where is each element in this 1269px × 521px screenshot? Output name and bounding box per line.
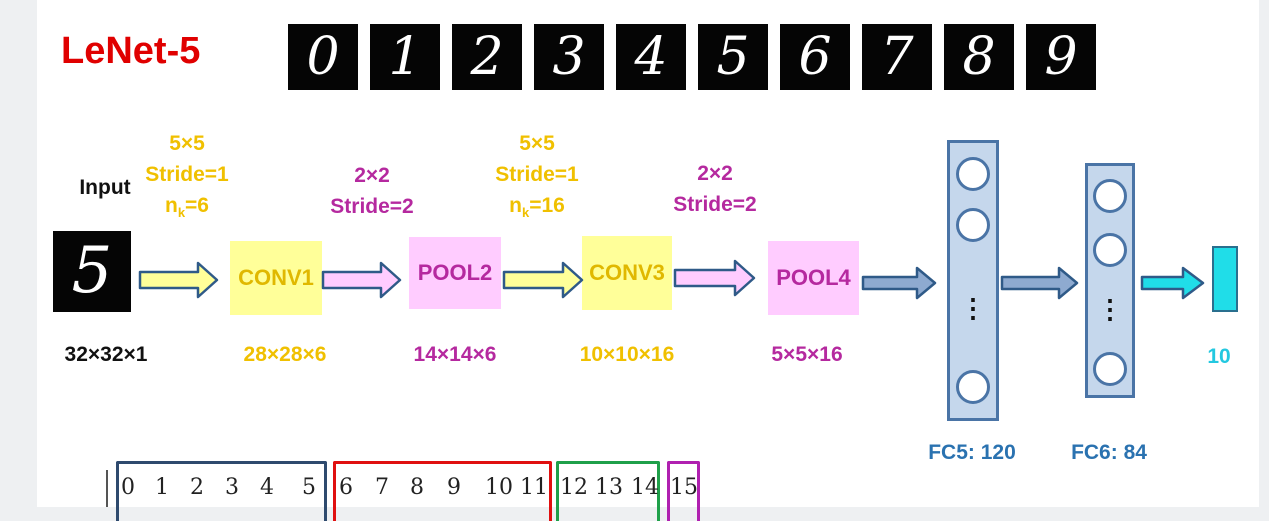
digit-tile: 9 bbox=[1026, 24, 1096, 90]
nk-value: =16 bbox=[529, 194, 565, 217]
pool2-params: 2×2 Stride=2 bbox=[312, 160, 432, 222]
index-number: 2 bbox=[190, 475, 204, 500]
nk-value: =6 bbox=[185, 194, 209, 217]
bracket-group-3 bbox=[556, 461, 660, 521]
digit-tile: 0 bbox=[288, 24, 358, 90]
conv1-output-size: 28×28×6 bbox=[243, 343, 327, 366]
fc5-column: ⋮ bbox=[947, 140, 999, 421]
pool2-kernel: 2×2 bbox=[354, 164, 390, 187]
slide: LeNet-5 0 1 2 3 4 5 6 7 8 9 Input 5×5 St… bbox=[37, 0, 1259, 521]
conv1-stride: Stride=1 bbox=[145, 163, 229, 186]
conv3-params: 5×5 Stride=1 nk=16 bbox=[477, 128, 597, 228]
index-number: 0 bbox=[121, 475, 135, 500]
nk-symbol: n bbox=[164, 194, 178, 217]
input-image: 5 bbox=[53, 231, 131, 312]
conv3-nk: nk=16 bbox=[477, 190, 597, 228]
arrow-fc6-output bbox=[1140, 266, 1205, 300]
output-size: 10 bbox=[1207, 345, 1231, 368]
index-number: 7 bbox=[375, 475, 389, 500]
pool2-stride: Stride=2 bbox=[330, 195, 414, 218]
bracket-group-2 bbox=[333, 461, 552, 521]
conv3-box: CONV3 bbox=[582, 236, 672, 310]
digit-tile: 6 bbox=[780, 24, 850, 90]
arrow-pool4-fc5 bbox=[861, 266, 937, 300]
digit-tile: 5 bbox=[698, 24, 768, 90]
neuron-node bbox=[956, 157, 990, 191]
index-number: 9 bbox=[447, 475, 461, 500]
pool2-box: POOL2 bbox=[409, 237, 501, 309]
index-number: 6 bbox=[339, 475, 353, 500]
neuron-node bbox=[1093, 352, 1127, 386]
bracket-group-4 bbox=[667, 461, 700, 521]
nk-symbol: n bbox=[509, 194, 522, 217]
index-number: 10 bbox=[485, 475, 513, 500]
neuron-node bbox=[1093, 179, 1127, 213]
input-size: 32×32×1 bbox=[64, 343, 148, 366]
neuron-node bbox=[956, 208, 990, 242]
arrow-input-conv1 bbox=[138, 261, 219, 299]
conv1-nk: nk=6 bbox=[127, 190, 247, 228]
index-number: 14 bbox=[631, 475, 659, 500]
bracket-group-1 bbox=[116, 461, 327, 521]
nk-subscript: k bbox=[177, 205, 186, 221]
digit-tile: 3 bbox=[534, 24, 604, 90]
conv3-output-size: 10×10×16 bbox=[579, 343, 675, 366]
index-row-left-edge bbox=[106, 470, 108, 507]
neuron-node bbox=[956, 370, 990, 404]
pool4-stride: Stride=2 bbox=[673, 193, 757, 216]
index-number: 3 bbox=[225, 475, 239, 500]
digit-tile: 4 bbox=[616, 24, 686, 90]
connection-arrows bbox=[138, 259, 1205, 300]
arrow-pool2-conv3 bbox=[502, 261, 584, 299]
arrow-conv3-pool4 bbox=[673, 259, 756, 297]
index-number: 15 bbox=[670, 475, 698, 500]
conv3-stride: Stride=1 bbox=[495, 163, 579, 186]
index-number: 5 bbox=[302, 475, 316, 500]
pool4-kernel: 2×2 bbox=[697, 162, 733, 185]
pool4-params: 2×2 Stride=2 bbox=[655, 158, 775, 220]
fc6-label: FC6: 84 bbox=[1071, 441, 1147, 464]
digit-tile: 2 bbox=[452, 24, 522, 90]
digit-tile: 1 bbox=[370, 24, 440, 90]
pool2-output-size: 14×14×6 bbox=[413, 343, 497, 366]
arrow-conv1-pool2 bbox=[321, 261, 402, 299]
index-number: 13 bbox=[595, 475, 623, 500]
conv3-kernel: 5×5 bbox=[519, 132, 555, 155]
nk-subscript: k bbox=[521, 205, 530, 221]
digit-tile: 8 bbox=[944, 24, 1014, 90]
conv1-params: 5×5 Stride=1 nk=6 bbox=[127, 128, 247, 228]
index-number: 12 bbox=[560, 475, 588, 500]
conv1-kernel: 5×5 bbox=[169, 132, 205, 155]
index-number: 11 bbox=[520, 475, 548, 500]
pool4-box: POOL4 bbox=[768, 241, 859, 315]
output-bar bbox=[1212, 246, 1238, 312]
fc5-label: FC5: 120 bbox=[928, 441, 1016, 464]
pool4-output-size: 5×5×16 bbox=[771, 343, 843, 366]
arrow-fc5-fc6 bbox=[1000, 266, 1079, 300]
conv1-box: CONV1 bbox=[230, 241, 322, 315]
index-number: 4 bbox=[260, 475, 274, 500]
input-label: Input bbox=[79, 176, 131, 199]
index-number: 1 bbox=[155, 475, 169, 500]
index-number: 8 bbox=[410, 475, 424, 500]
neuron-node bbox=[1093, 233, 1127, 267]
digit-tile: 7 bbox=[862, 24, 932, 90]
fc6-column: ⋮ bbox=[1085, 163, 1135, 398]
title: LeNet-5 bbox=[61, 30, 201, 72]
